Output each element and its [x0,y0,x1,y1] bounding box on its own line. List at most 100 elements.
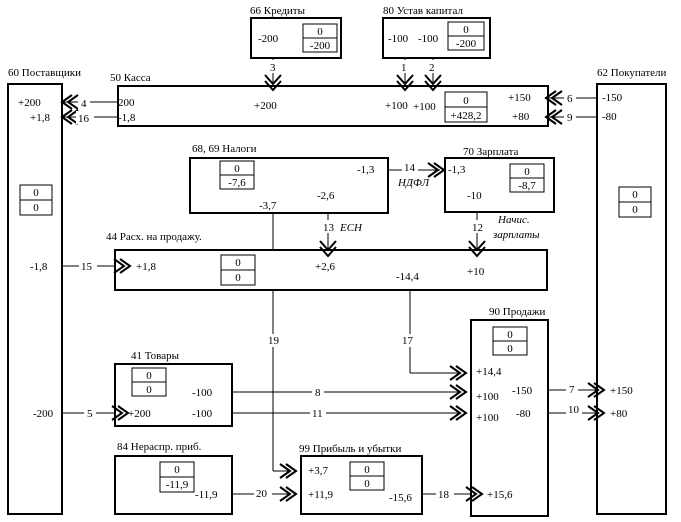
svg-text:200: 200 [118,97,135,109]
svg-text:1: 1 [401,62,407,74]
svg-text:-10: -10 [467,190,482,202]
account-44-box [114,249,548,291]
svg-text:-11,9: -11,9 [195,489,218,501]
svg-text:2: 2 [429,62,435,74]
svg-text:4: 4 [81,98,87,110]
svg-text:0: 0 [463,24,469,36]
svg-text:-200: -200 [456,38,477,50]
svg-text:-1,8: -1,8 [118,112,136,124]
svg-text:+80: +80 [512,111,530,123]
account-90-title: 90 Продажи [489,306,545,318]
svg-text:-100: -100 [192,408,213,420]
svg-text:0: 0 [235,272,241,284]
account-84-title: 84 Нераспр. приб. [117,441,202,453]
account-70-title: 70 Зарплата [463,146,519,158]
account-62-title: 62 Покупатели [597,67,667,79]
titles: 66 Кредиты 80 Устав капитал 50 Касса 60 … [8,5,667,455]
entries: -200 -100 -100 200 -1,8 +200 +100 +100 +… [18,33,633,504]
account-90-box [470,319,549,517]
account-66-title: 66 Кредиты [250,5,306,17]
svg-text:+15,6: +15,6 [487,489,513,501]
svg-text:-11,9: -11,9 [166,479,189,491]
svg-text:-200: -200 [258,33,279,45]
svg-text:-3,7: -3,7 [259,200,277,212]
svg-text:+100: +100 [413,101,436,113]
svg-text:-1,3: -1,3 [448,164,466,176]
svg-text:+80: +80 [610,408,628,420]
svg-text:5: 5 [87,408,93,420]
svg-text:0: 0 [33,187,39,199]
svg-text:-14,4: -14,4 [396,271,419,283]
svg-text:11: 11 [312,408,323,420]
svg-text:19: 19 [268,335,280,347]
svg-text:0: 0 [632,204,638,216]
account-99-title: 99 Прибыль и убытки [299,443,401,455]
svg-text:+100: +100 [476,412,499,424]
svg-text:12: 12 [472,222,483,234]
svg-text:-80: -80 [602,111,617,123]
arrowheads [60,74,606,502]
svg-text:+11,9: +11,9 [308,489,334,501]
svg-text:0: 0 [364,464,370,476]
balances: 0 -200 0 -200 0 +428,2 0 0 0 0 0 -7,6 0 … [33,24,638,491]
svg-text:3: 3 [270,62,276,74]
svg-text:-100: -100 [388,33,409,45]
svg-text:-200: -200 [310,40,331,52]
account-80-title: 80 Устав капитал [383,5,463,17]
svg-text:16: 16 [78,113,90,125]
svg-text:18: 18 [438,489,450,501]
account-44-title: 44 Расх. на продажу. [106,231,202,243]
svg-text:-150: -150 [512,385,533,397]
svg-text:-80: -80 [516,408,531,420]
svg-text:+100: +100 [385,100,408,112]
svg-text:9: 9 [567,112,573,124]
svg-text:0: 0 [174,464,180,476]
svg-text:7: 7 [569,384,575,396]
notes: НДФЛ ЕСН Начис. зарплаты [339,177,540,241]
svg-text:+200: +200 [18,97,41,109]
svg-text:17: 17 [402,335,414,347]
svg-text:6: 6 [567,93,573,105]
svg-text:0: 0 [507,343,513,355]
svg-text:+150: +150 [508,92,531,104]
account-50-title: 50 Касса [110,72,151,84]
svg-text:15: 15 [81,261,93,273]
svg-text:-100: -100 [418,33,439,45]
svg-text:0: 0 [146,384,152,396]
svg-text:20: 20 [256,488,268,500]
operation-numbers: 3 1 2 4 16 6 9 14 13 12 15 19 17 8 11 5 … [78,62,580,501]
svg-text:0: 0 [235,257,241,269]
svg-text:+200: +200 [128,408,151,420]
svg-text:+3,7: +3,7 [308,465,328,477]
svg-text:0: 0 [507,329,513,341]
svg-text:-1,3: -1,3 [357,164,375,176]
svg-text:0: 0 [632,189,638,201]
account-60-box [7,83,63,515]
svg-text:+100: +100 [476,391,499,403]
account-68-title: 68, 69 Налоги [192,143,257,155]
svg-text:-7,6: -7,6 [228,177,246,189]
svg-text:+428,2: +428,2 [451,110,482,122]
svg-text:+200: +200 [254,100,277,112]
svg-text:+2,6: +2,6 [315,261,335,273]
balance-cells [19,21,652,493]
svg-text:+10: +10 [467,266,485,278]
svg-text:+150: +150 [610,385,633,397]
svg-text:10: 10 [568,404,580,416]
account-60-title: 60 Поставщики [8,67,81,79]
esn-note: ЕСН [339,222,363,234]
svg-text:+14,4: +14,4 [476,366,502,378]
svg-text:-15,6: -15,6 [389,492,412,504]
account-62-box [596,83,667,515]
account-41-title: 41 Товары [131,350,180,362]
svg-text:0: 0 [234,163,240,175]
svg-text:+1,8: +1,8 [136,261,156,273]
svg-text:0: 0 [33,202,39,214]
svg-text:+1,8: +1,8 [30,112,50,124]
svg-text:0: 0 [317,26,323,38]
svg-text:-150: -150 [602,92,623,104]
ndfl-note: НДФЛ [397,177,430,189]
svg-text:-200: -200 [33,408,54,420]
